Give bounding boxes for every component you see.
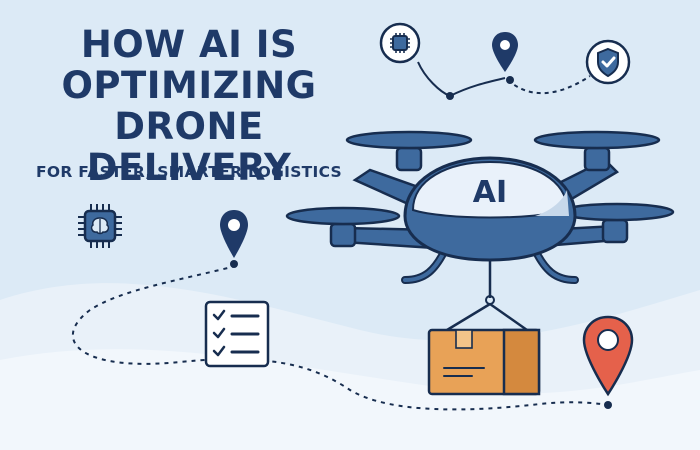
route-node xyxy=(446,92,454,100)
route-end-node xyxy=(604,401,612,409)
headline-line-2: OPTIMIZING xyxy=(61,64,317,107)
chip-icon xyxy=(379,22,421,64)
route-pin-to-shield xyxy=(507,75,591,94)
destination-pin-icon xyxy=(582,315,634,397)
drone-motor xyxy=(329,222,357,248)
drone-motor xyxy=(583,146,611,172)
drone-propeller xyxy=(345,130,473,150)
headline-line-1: HOW AI IS xyxy=(80,23,298,66)
delivery-route-path xyxy=(71,265,609,411)
drone-propeller xyxy=(285,206,401,226)
route-start-pin-icon xyxy=(220,210,248,268)
headline-line-3: DRONE DELIVERY xyxy=(86,105,292,189)
subheadline: FOR FASTER, SMARTER LOGISTICS xyxy=(35,163,343,181)
drone-propeller xyxy=(559,202,675,222)
drone-propeller xyxy=(533,130,661,150)
shield-check-icon xyxy=(585,39,631,85)
background-hill-front xyxy=(0,349,700,450)
checklist-icon xyxy=(204,300,270,368)
drone-ai-label: AI xyxy=(473,175,507,210)
delivery-drone: AI xyxy=(285,130,675,332)
headline: HOW AI IS OPTIMIZING DRONE DELIVERY xyxy=(14,24,364,188)
drone-motor xyxy=(601,218,629,244)
map-pin-icon xyxy=(492,32,518,72)
route-node xyxy=(506,76,514,84)
package-icon xyxy=(427,328,541,396)
drone-canopy xyxy=(411,160,569,219)
drone-motor xyxy=(395,146,423,172)
drone-tether-straps xyxy=(446,302,528,332)
ai-brain-chip-icon xyxy=(78,204,122,248)
